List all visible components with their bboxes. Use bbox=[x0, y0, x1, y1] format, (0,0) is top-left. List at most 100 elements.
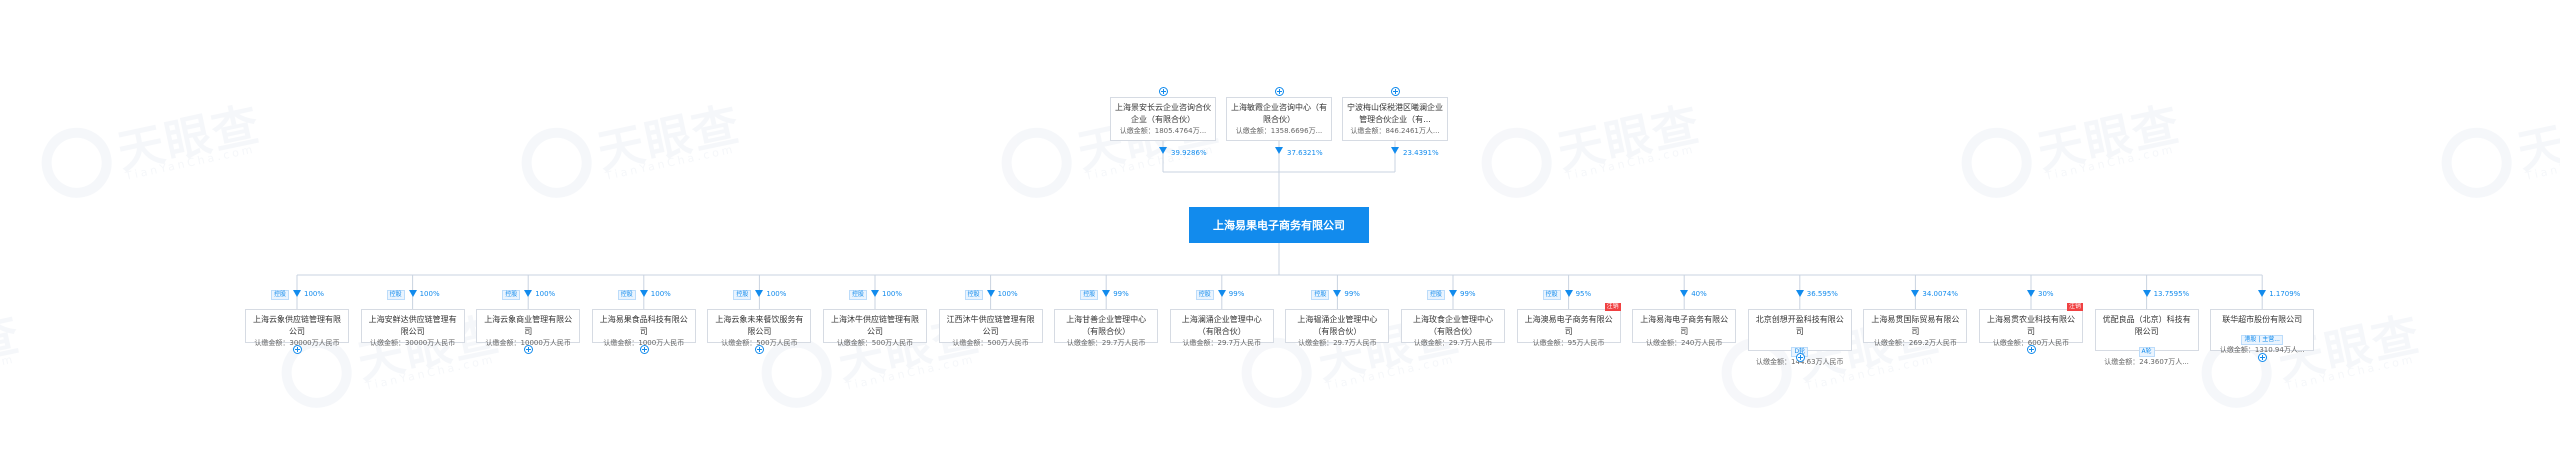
investment-percent: 13.7595% bbox=[2153, 290, 2190, 298]
investment-name: 上海韫涌企业管理中心（有限合伙） bbox=[1297, 315, 1378, 336]
investment-capital: 认缴金额：30000万人民币 bbox=[369, 339, 456, 347]
center-company-name: 上海易果电子商务有限公司 bbox=[1213, 219, 1345, 232]
investment-capital: 认缴金额：29.7万人民币 bbox=[1066, 339, 1146, 347]
investment-percent: 36.595% bbox=[1806, 290, 1838, 298]
investment-name: 上海易贯农业科技有限公司 bbox=[1987, 315, 2075, 336]
investment-percent: 100% bbox=[419, 290, 440, 298]
control-badge: 控股 bbox=[964, 290, 983, 300]
investment-name: 上海澳易电子商务有限公司 bbox=[1524, 315, 1613, 336]
investment-percent: 34.0074% bbox=[1922, 290, 1958, 298]
arrow-down-icon bbox=[1391, 147, 1399, 154]
expand-down-icon[interactable] bbox=[1795, 353, 1805, 362]
control-badge: 控股 bbox=[1542, 290, 1561, 300]
arrow-down-icon bbox=[1333, 290, 1342, 297]
expand-up-icon[interactable] bbox=[1391, 87, 1400, 96]
expand-down-icon[interactable] bbox=[639, 345, 649, 354]
investment-node[interactable]: 上海易贯农业科技有限公司认缴金额：600万人民币 bbox=[1979, 309, 2083, 347]
investment-percent: 99% bbox=[1460, 290, 1476, 298]
shareholder-node[interactable]: 上海景安长云企业咨询合伙企业（有限合伙）认缴金额：1805.4764万... bbox=[1110, 97, 1216, 141]
arrow-down-icon bbox=[755, 290, 764, 297]
investment-node[interactable]: 江西沐牛供应链管理有限公司认缴金额：500万人民币 bbox=[938, 309, 1043, 347]
investment-node[interactable]: 联华超市股份有限公司港股 | 主营...认缴金额：1310.94万人... bbox=[2210, 309, 2315, 354]
arrow-down-icon bbox=[524, 290, 533, 297]
arrow-down-icon bbox=[639, 290, 648, 297]
control-badge: 控股 bbox=[271, 290, 290, 300]
investment-node[interactable]: 上海易果食品科技有限公司认缴金额：1000万人民币 bbox=[591, 309, 696, 347]
investment-name: 上海沐牛供应链管理有限公司 bbox=[831, 315, 919, 336]
arrow-down-icon bbox=[293, 290, 301, 297]
control-badge: 控股 bbox=[1195, 290, 1214, 300]
control-badge: 控股 bbox=[1311, 290, 1330, 300]
arrow-down-icon bbox=[2258, 290, 2267, 297]
control-badge: 控股 bbox=[849, 290, 868, 300]
investment-name: 北京创想开盈科技有限公司 bbox=[1755, 315, 1844, 336]
investment-percent: 100% bbox=[650, 290, 671, 298]
arrow-down-icon bbox=[1217, 290, 1226, 297]
shareholder-percent: 37.6321% bbox=[1287, 149, 1323, 157]
investment-node[interactable]: 上海澜涌企业管理中心（有限合伙） 认缴金额：29.7万人民币 bbox=[1169, 309, 1274, 347]
cancelled-badge: 注销 bbox=[2067, 303, 2084, 311]
investment-capital: 认缴金额：240万人民币 bbox=[1646, 339, 1723, 347]
investment-node[interactable]: 上海云象商业管理有限公司认缴金额：10000万人民币 bbox=[476, 309, 581, 347]
expand-down-icon[interactable] bbox=[293, 345, 302, 354]
expand-down-icon[interactable] bbox=[2258, 353, 2268, 362]
arrow-down-icon bbox=[1102, 290, 1111, 297]
investment-node[interactable]: 上海甘善企业管理中心（有限合伙） 认缴金额：29.7万人民币 bbox=[1054, 309, 1159, 347]
investment-name: 上海安鲜达供应链管理有限公司 bbox=[368, 315, 457, 336]
shareholder-name: 上海敏霞企业咨询中心（有限合伙） bbox=[1231, 103, 1327, 124]
investment-node[interactable]: 上海玫食企业管理中心（有限合伙）认缴金额：29.7万人民币 bbox=[1401, 309, 1505, 347]
control-badge: 控股 bbox=[733, 290, 752, 300]
investment-percent: 40% bbox=[1691, 290, 1707, 298]
investment-name: 上海澜涌企业管理中心（有限合伙） bbox=[1181, 315, 1262, 336]
arrow-down-icon bbox=[1449, 290, 1457, 297]
investment-percent: 1.1709% bbox=[2269, 290, 2301, 298]
investment-node[interactable]: 上海澳易电子商务有限公司认缴金额：95万人民币 bbox=[1516, 309, 1621, 347]
control-badge: 控股 bbox=[502, 290, 521, 300]
expand-down-icon[interactable] bbox=[755, 345, 765, 354]
investment-percent: 100% bbox=[766, 290, 787, 298]
shareholder-node[interactable]: 上海敏霞企业咨询中心（有限合伙） 认缴金额：1358.6696万... bbox=[1226, 97, 1332, 141]
expand-up-icon[interactable] bbox=[1275, 87, 1284, 96]
shareholder-node[interactable]: 宁波梅山保税港区曦澜企业管理合伙企业（有...认缴金额：846.2461万人..… bbox=[1342, 97, 1448, 141]
investment-capital: 认缴金额：500万人民币 bbox=[952, 339, 1029, 347]
investment-capital: 认缴金额：29.7万人民币 bbox=[1298, 339, 1377, 347]
center-company-node[interactable]: 上海易果电子商务有限公司 bbox=[1189, 207, 1369, 243]
investment-name: 上海易果食品科技有限公司 bbox=[599, 315, 688, 336]
investment-percent: 99% bbox=[1344, 290, 1360, 298]
arrow-down-icon bbox=[986, 290, 995, 297]
arrow-down-icon bbox=[1159, 147, 1167, 154]
investment-capital: 认缴金额：29.7万人民币 bbox=[1182, 339, 1262, 347]
expand-up-icon[interactable] bbox=[1159, 87, 1168, 96]
investment-capital: 认缴金额：500万人民币 bbox=[836, 339, 914, 347]
arrow-down-icon bbox=[1795, 290, 1804, 297]
investment-percent: 95% bbox=[1575, 290, 1592, 298]
investment-node[interactable]: 上海沐牛供应链管理有限公司认缴金额：500万人民币 bbox=[823, 309, 927, 347]
shareholder-capital: 认缴金额：1358.6696万... bbox=[1235, 127, 1323, 135]
investment-name: 上海易贯国际贸易有限公司 bbox=[1871, 315, 1960, 336]
investment-percent: 100% bbox=[304, 290, 325, 298]
investment-name: 优配良品（北京）科技有限公司 bbox=[2102, 315, 2191, 336]
shareholder-percent: 39.9286% bbox=[1171, 149, 1207, 157]
arrow-down-icon bbox=[1564, 290, 1573, 297]
investment-name: 联华超市股份有限公司 bbox=[2222, 315, 2303, 324]
investment-node[interactable]: 上海安鲜达供应链管理有限公司认缴金额：30000万人民币 bbox=[360, 309, 465, 347]
control-badge: 控股 bbox=[617, 290, 636, 300]
shareholder-name: 上海景安长云企业咨询合伙企业（有限合伙） bbox=[1115, 103, 1211, 124]
investment-tag: 港股 | 主营... bbox=[2241, 335, 2283, 345]
expand-down-icon[interactable] bbox=[524, 345, 534, 354]
investment-node[interactable]: 上海易贯国际贸易有限公司认缴金额：269.2万人民币 bbox=[1863, 309, 1968, 347]
investment-node[interactable]: 上海韫涌企业管理中心（有限合伙） 认缴金额：29.7万人民币 bbox=[1285, 309, 1390, 347]
investment-node[interactable]: 上海云象未来餐饮服务有限公司认缴金额：500万人民币 bbox=[707, 309, 812, 347]
investment-node[interactable]: 上海易海电子商务有限公司认缴金额：240万人民币 bbox=[1632, 309, 1737, 347]
investment-node[interactable]: 上海云象供应链管理有限公司认缴金额：30000万人民币 bbox=[245, 309, 349, 347]
investment-percent: 100% bbox=[535, 290, 556, 298]
investment-percent: 99% bbox=[1228, 290, 1245, 298]
investment-name: 上海甘善企业管理中心（有限合伙） bbox=[1066, 315, 1147, 336]
expand-down-icon[interactable] bbox=[2027, 345, 2036, 354]
arrow-down-icon bbox=[871, 290, 879, 297]
control-badge: 控股 bbox=[1080, 290, 1099, 300]
